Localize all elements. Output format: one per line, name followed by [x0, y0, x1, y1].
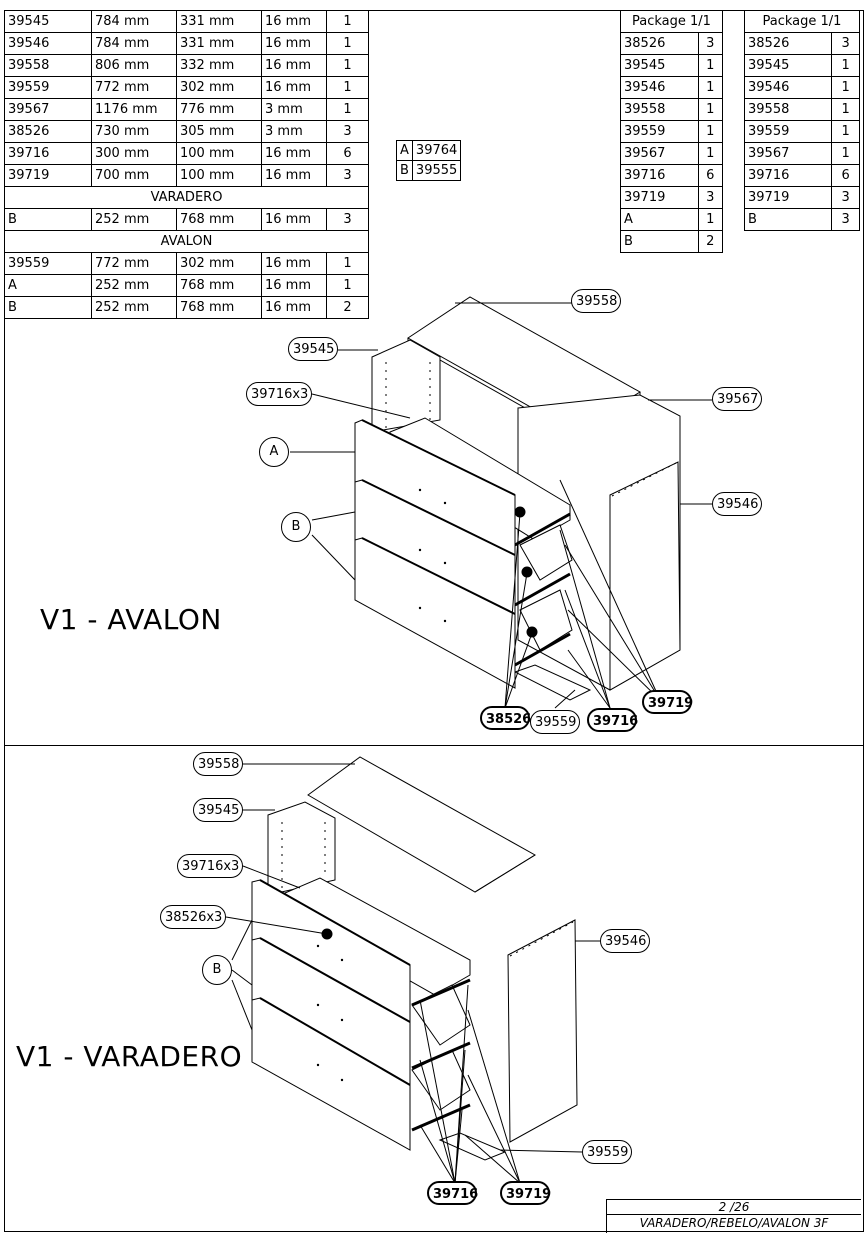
table-cell: 3 [697, 186, 723, 209]
callout-front-b: B [281, 512, 311, 542]
table-cell: 39555 [411, 160, 462, 181]
callout-38526: 38526 [480, 706, 531, 730]
table-cell: 39558 [620, 98, 699, 121]
table-cell: 2 [326, 296, 369, 319]
table-cell: 39567 [620, 142, 699, 165]
table-cell: 768 mm [176, 296, 262, 319]
callout-39545: 39545 [288, 337, 338, 361]
table-cell: 772 mm [91, 252, 177, 275]
table-cell: 1 [326, 10, 369, 33]
varadero-title: V1 - VARADERO [16, 1040, 243, 1073]
callout-39546: 39546 [600, 929, 650, 953]
table-cell: VARADERO [4, 186, 369, 209]
table-cell: 38526 [620, 32, 699, 55]
table-cell: 784 mm [91, 10, 177, 33]
callout-39716: 39716 [427, 1181, 478, 1205]
callout-39716: 39716 [587, 708, 638, 732]
callout-38526x3: 38526x3 [160, 905, 226, 929]
avalon-cabinet-drawing [290, 296, 712, 709]
callout-39546: 39546 [712, 492, 762, 516]
table-cell: 730 mm [91, 120, 177, 143]
table-cell: 39716 [620, 164, 699, 187]
table-cell: 302 mm [176, 76, 262, 99]
table-cell: 39716 [743, 164, 833, 187]
table-cell: 38526 [743, 32, 833, 55]
table-cell: 16 mm [261, 296, 327, 319]
table-cell: 39546 [743, 76, 833, 99]
avalon-title: V1 - AVALON [40, 603, 222, 636]
package-title: Package 1/1 [620, 10, 723, 33]
callout-39719: 39719 [500, 1181, 551, 1205]
page-footer: 2 /26 VARADERO/REBELO/AVALON 3F [606, 1199, 861, 1233]
page-number: 2 /26 [718, 1200, 750, 1214]
package-title: Package 1/1 [744, 10, 860, 33]
table-cell: 39719 [4, 164, 92, 187]
table-cell: 3 [831, 208, 860, 231]
callout-front-a: A [259, 437, 289, 467]
callout-39559: 39559 [530, 710, 580, 734]
callout-front-b: B [202, 955, 232, 985]
table-cell: 776 mm [176, 98, 262, 121]
section-divider [4, 745, 864, 746]
callout-39558: 39558 [571, 289, 621, 313]
document-name: VARADERO/REBELO/AVALON 3F [607, 1214, 861, 1232]
page-frame [4, 10, 864, 1232]
table-cell: 1 [831, 54, 860, 77]
table-cell: 39567 [743, 142, 833, 165]
table-cell: 768 mm [176, 274, 262, 297]
callout-39558: 39558 [193, 752, 243, 776]
table-cell: 1 [831, 120, 860, 143]
callout-39567: 39567 [712, 387, 762, 411]
callout-39559: 39559 [582, 1140, 632, 1164]
table-cell: 16 mm [261, 274, 327, 297]
table-cell: 6 [697, 164, 723, 187]
table-cell: 252 mm [91, 274, 177, 297]
table-cell: B [743, 208, 833, 231]
table-cell: 2 [697, 230, 723, 253]
table-cell: B [620, 230, 699, 253]
callout-39716x3: 39716x3 [177, 854, 243, 878]
callout-39716x3: 39716x3 [246, 382, 312, 406]
table-cell: 39719 [620, 186, 699, 209]
table-cell: 302 mm [176, 252, 262, 275]
table-cell: 3 mm [261, 120, 327, 143]
varadero-cabinet-drawing [225, 756, 600, 1184]
table-row: VARADERO [4, 186, 369, 209]
table-cell: 39559 [743, 120, 833, 143]
callout-39545: 39545 [193, 798, 243, 822]
callout-39719: 39719 [642, 690, 693, 714]
table-cell: 3 [326, 164, 369, 187]
